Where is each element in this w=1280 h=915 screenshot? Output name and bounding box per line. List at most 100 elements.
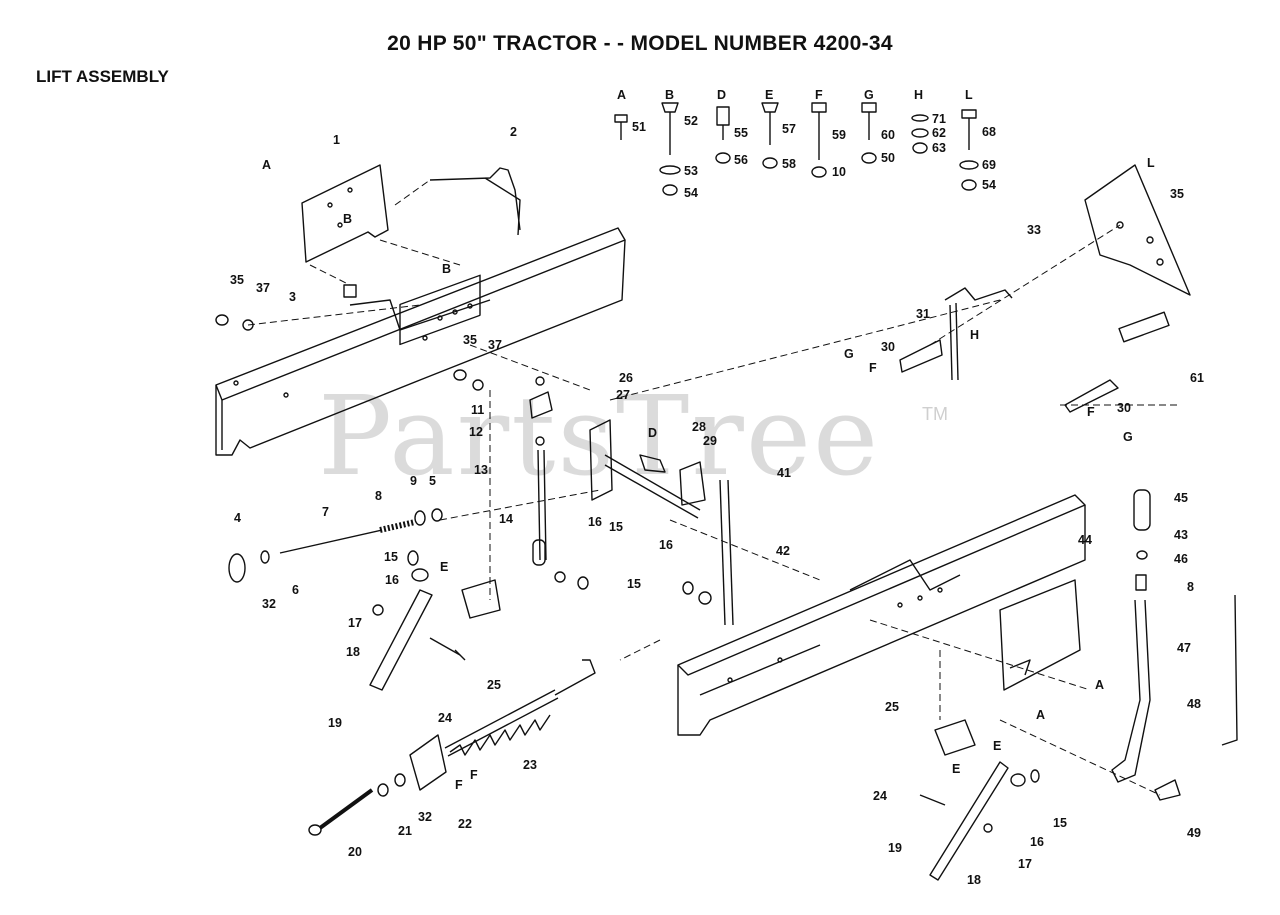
part-number[interactable]: 63: [932, 141, 946, 155]
part-callout[interactable]: 35: [230, 273, 244, 287]
part-callout[interactable]: E: [440, 560, 449, 574]
part-number[interactable]: 59: [832, 128, 846, 142]
lift-lever-right: [919, 719, 1040, 881]
part-callout[interactable]: 41: [777, 466, 791, 480]
part-callout[interactable]: 9: [410, 474, 417, 488]
part-number[interactable]: 54: [982, 178, 996, 192]
part-callout[interactable]: A: [1095, 678, 1105, 692]
part-callout[interactable]: 15: [1053, 816, 1067, 830]
part-callout[interactable]: 61: [1190, 371, 1204, 385]
part-callout[interactable]: 23: [523, 758, 537, 772]
part-number[interactable]: 50: [881, 151, 895, 165]
part-number[interactable]: 53: [684, 164, 698, 178]
part-number[interactable]: 69: [982, 158, 996, 172]
part-callout[interactable]: D: [648, 426, 658, 440]
part-callout[interactable]: 12: [469, 425, 483, 439]
part-callout[interactable]: 20: [348, 845, 362, 859]
part-callout[interactable]: 31: [916, 307, 930, 321]
part-number[interactable]: 71: [932, 112, 946, 126]
part-callout[interactable]: H: [970, 328, 980, 342]
part-number[interactable]: 55: [734, 126, 748, 140]
part-number[interactable]: 57: [782, 122, 796, 136]
part-callout[interactable]: L: [1147, 156, 1155, 170]
part-callout[interactable]: 25: [885, 700, 899, 714]
part-number[interactable]: 54: [684, 186, 698, 200]
part-callout[interactable]: 7: [322, 505, 329, 519]
part-callout[interactable]: 28: [692, 420, 706, 434]
part-callout[interactable]: 35: [463, 333, 477, 347]
part-callout[interactable]: E: [952, 762, 961, 776]
part-callout[interactable]: 14: [499, 512, 513, 526]
part-callout[interactable]: 5: [429, 474, 436, 488]
part-callout[interactable]: 32: [262, 597, 276, 611]
part-callout[interactable]: B: [442, 262, 452, 276]
part-callout[interactable]: F: [470, 768, 478, 782]
part-number[interactable]: 10: [832, 165, 846, 179]
part-callout[interactable]: 16: [588, 515, 602, 529]
part-callout[interactable]: 32: [418, 810, 432, 824]
part-callout[interactable]: F: [1087, 405, 1095, 419]
part-callout[interactable]: A: [1036, 708, 1046, 722]
part-callout[interactable]: 49: [1187, 826, 1201, 840]
part-callout[interactable]: 25: [487, 678, 501, 692]
part-callout[interactable]: G: [1123, 430, 1133, 444]
part-callout[interactable]: 8: [375, 489, 382, 503]
part-callout[interactable]: 15: [627, 577, 641, 591]
part-callout[interactable]: 11: [471, 403, 485, 417]
part-callout[interactable]: 26: [619, 371, 633, 385]
part-callout[interactable]: 2: [510, 125, 517, 139]
part-callout[interactable]: 35: [1170, 187, 1184, 201]
part-callout[interactable]: 37: [488, 338, 502, 352]
part-callout[interactable]: 44: [1078, 533, 1092, 547]
part-callout[interactable]: 18: [346, 645, 360, 659]
part-callout[interactable]: 43: [1174, 528, 1188, 542]
part-callout[interactable]: 27: [616, 388, 630, 402]
part-number[interactable]: 62: [932, 126, 946, 140]
part-callout[interactable]: 18: [967, 873, 981, 887]
part-callout[interactable]: 15: [384, 550, 398, 564]
part-number[interactable]: 51: [632, 120, 646, 134]
part-callout[interactable]: 30: [1117, 401, 1131, 415]
part-number[interactable]: 52: [684, 114, 698, 128]
part-callout[interactable]: E: [993, 739, 1002, 753]
part-callout[interactable]: 15: [609, 520, 623, 534]
part-callout[interactable]: 29: [703, 434, 717, 448]
part-callout[interactable]: 16: [385, 573, 399, 587]
part-callout[interactable]: 45: [1174, 491, 1188, 505]
part-callout[interactable]: 17: [348, 616, 362, 630]
part-callout[interactable]: 19: [328, 716, 342, 730]
part-number[interactable]: 58: [782, 157, 796, 171]
lift-handle: [1111, 489, 1238, 801]
part-number[interactable]: 60: [881, 128, 895, 142]
part-callout[interactable]: 1: [333, 133, 340, 147]
part-callout[interactable]: 16: [1030, 835, 1044, 849]
part-callout[interactable]: 4: [234, 511, 241, 525]
part-callout[interactable]: 22: [458, 817, 472, 831]
part-number[interactable]: 56: [734, 153, 748, 167]
part-callout[interactable]: G: [844, 347, 854, 361]
hardware-legend-graphics: [614, 102, 979, 196]
part-callout[interactable]: F: [455, 778, 463, 792]
part-callout[interactable]: 42: [776, 544, 790, 558]
part-callout[interactable]: 19: [888, 841, 902, 855]
part-callout[interactable]: B: [343, 212, 353, 226]
part-callout[interactable]: 6: [292, 583, 299, 597]
part-callout[interactable]: 47: [1177, 641, 1191, 655]
part-callout[interactable]: 24: [438, 711, 452, 725]
part-callout[interactable]: 3: [289, 290, 296, 304]
part-callout[interactable]: 17: [1018, 857, 1032, 871]
part-callout[interactable]: 21: [398, 824, 412, 838]
part-callout[interactable]: 13: [474, 463, 488, 477]
part-callout[interactable]: 24: [873, 789, 887, 803]
hardware-column-a: A: [617, 88, 627, 102]
part-callout[interactable]: 48: [1187, 697, 1201, 711]
part-number[interactable]: 68: [982, 125, 996, 139]
part-callout[interactable]: 16: [659, 538, 673, 552]
part-callout[interactable]: A: [262, 158, 272, 172]
part-callout[interactable]: 30: [881, 340, 895, 354]
part-callout[interactable]: 33: [1027, 223, 1041, 237]
part-callout[interactable]: 46: [1174, 552, 1188, 566]
part-callout[interactable]: 8: [1187, 580, 1194, 594]
part-callout[interactable]: F: [869, 361, 877, 375]
part-callout[interactable]: 37: [256, 281, 270, 295]
